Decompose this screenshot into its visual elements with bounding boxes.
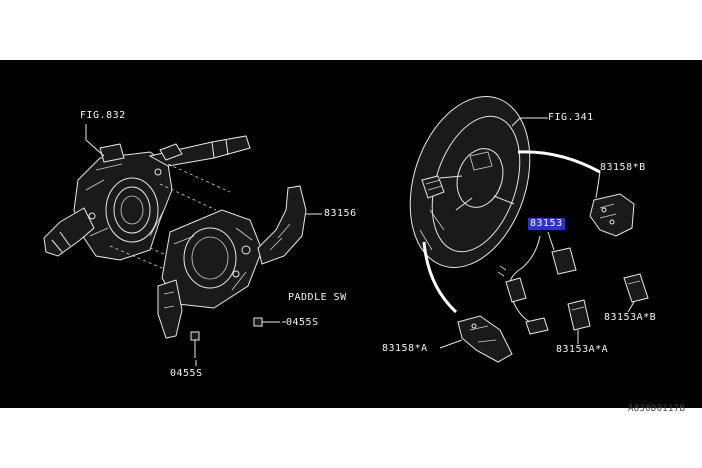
diagram-panel: FIG.832 FIG.341 83156 83158*B 83153 PADD… (0, 60, 702, 408)
parts-diagram (43, 96, 649, 366)
diagram-reference-code: A830D0117B (628, 404, 686, 414)
leader-lines (85, 117, 635, 366)
paddle-83158a (457, 315, 513, 363)
label-paddle-sw[interactable]: PADDLE SW (288, 292, 347, 303)
cover-83153a-b (623, 273, 649, 303)
label-83153a-b[interactable]: 83153A*B (604, 312, 657, 323)
steering-wheel (409, 96, 531, 268)
label-fig341[interactable]: FIG.341 (548, 112, 594, 123)
paddle-83158b (589, 193, 635, 237)
paddle-bracket-assembly (157, 185, 307, 339)
label-0455s-right[interactable]: 0455S (286, 317, 319, 328)
label-0455s-bottom[interactable]: 0455S (170, 368, 203, 379)
cover-83153a-a (567, 299, 591, 331)
label-83158a[interactable]: 83158*A (382, 343, 428, 354)
label-83156[interactable]: 83156 (324, 208, 357, 219)
label-fig832[interactable]: FIG.832 (80, 110, 126, 121)
switch-83153 (497, 235, 577, 335)
screw-0455s-bottom (190, 331, 200, 358)
connection-arcs (422, 150, 601, 314)
screw-0455s-right (253, 317, 280, 327)
label-83153-highlighted[interactable]: 83153 (528, 218, 565, 230)
combination-switch-assembly (43, 135, 251, 261)
label-83158b[interactable]: 83158*B (600, 162, 646, 173)
label-83153a-a[interactable]: 83153A*A (556, 344, 609, 355)
